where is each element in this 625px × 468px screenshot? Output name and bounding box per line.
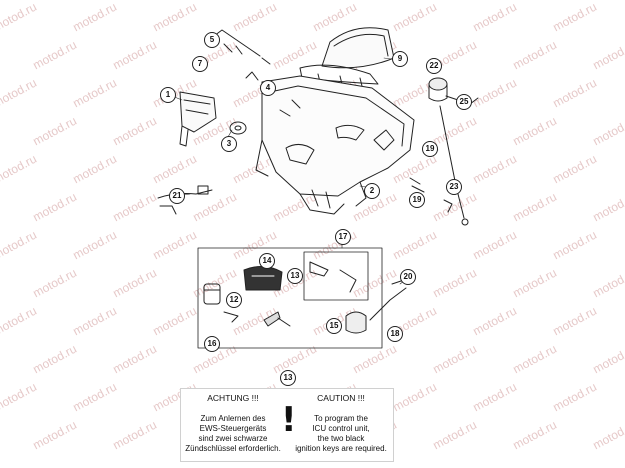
callout-22: 22 <box>426 58 442 74</box>
callout-14: 14 <box>259 253 275 269</box>
callout-16: 16 <box>204 336 220 352</box>
cable-assembly <box>369 279 407 321</box>
callout-18: 18 <box>387 326 403 342</box>
callout-3: 3 <box>221 136 237 152</box>
fairing-frame <box>255 75 415 215</box>
notice-english-heading: CAUTION !!! <box>317 393 365 403</box>
notice-english-line: To program the <box>314 414 368 423</box>
callout-1: 1 <box>160 87 176 103</box>
ignition-lock-subbox <box>303 251 369 301</box>
callout-25: 25 <box>456 94 472 110</box>
instrument-housing <box>299 27 395 87</box>
notice-german-line: Zum Anlernen des <box>200 414 266 423</box>
callout-7: 7 <box>192 56 208 72</box>
ignition-parts <box>203 261 367 345</box>
callout-19-upper: 19 <box>422 141 438 157</box>
wiring-harness-left <box>157 185 213 215</box>
notice-german-heading: ACHTUNG !!! <box>207 393 259 403</box>
notice-english-line: the two black <box>317 434 365 443</box>
callout-23: 23 <box>446 179 462 195</box>
notice-german: ACHTUNG !!! Zum Anlernen des EWS-Steuerg… <box>185 393 281 454</box>
right-side-parts <box>409 77 479 226</box>
callout-15: 15 <box>326 318 342 334</box>
notice-german-line: Zündschlüssel erforderlich. <box>185 444 281 453</box>
notice-german-line: EWS-Steuergeräts <box>199 424 267 433</box>
callout-13-notice: 13 <box>280 370 296 386</box>
notice-english-line: ICU control unit, <box>312 424 370 433</box>
mounting-screws <box>213 29 271 81</box>
round-grommet <box>229 121 247 135</box>
notice-english: CAUTION !!! To program the ICU control u… <box>293 393 389 454</box>
callout-20: 20 <box>400 269 416 285</box>
notice-german-line: sind zwei schwarze <box>198 434 268 443</box>
callout-21: 21 <box>169 188 185 204</box>
exclamation-icon: ! <box>281 400 297 440</box>
callout-2: 2 <box>364 183 380 199</box>
callout-13-inner: 13 <box>287 268 303 284</box>
callout-5: 5 <box>204 32 220 48</box>
notice-english-line: ignition keys are required. <box>295 444 387 453</box>
left-bracket <box>179 91 217 147</box>
callout-9: 9 <box>392 51 408 67</box>
warning-notice: ACHTUNG !!! Zum Anlernen des EWS-Steuerg… <box>180 388 394 462</box>
ignition-set-box <box>197 247 383 349</box>
callout-17: 17 <box>335 229 351 245</box>
callout-4: 4 <box>260 80 276 96</box>
callout-19-lower: 19 <box>409 192 425 208</box>
callout-12: 12 <box>226 292 242 308</box>
